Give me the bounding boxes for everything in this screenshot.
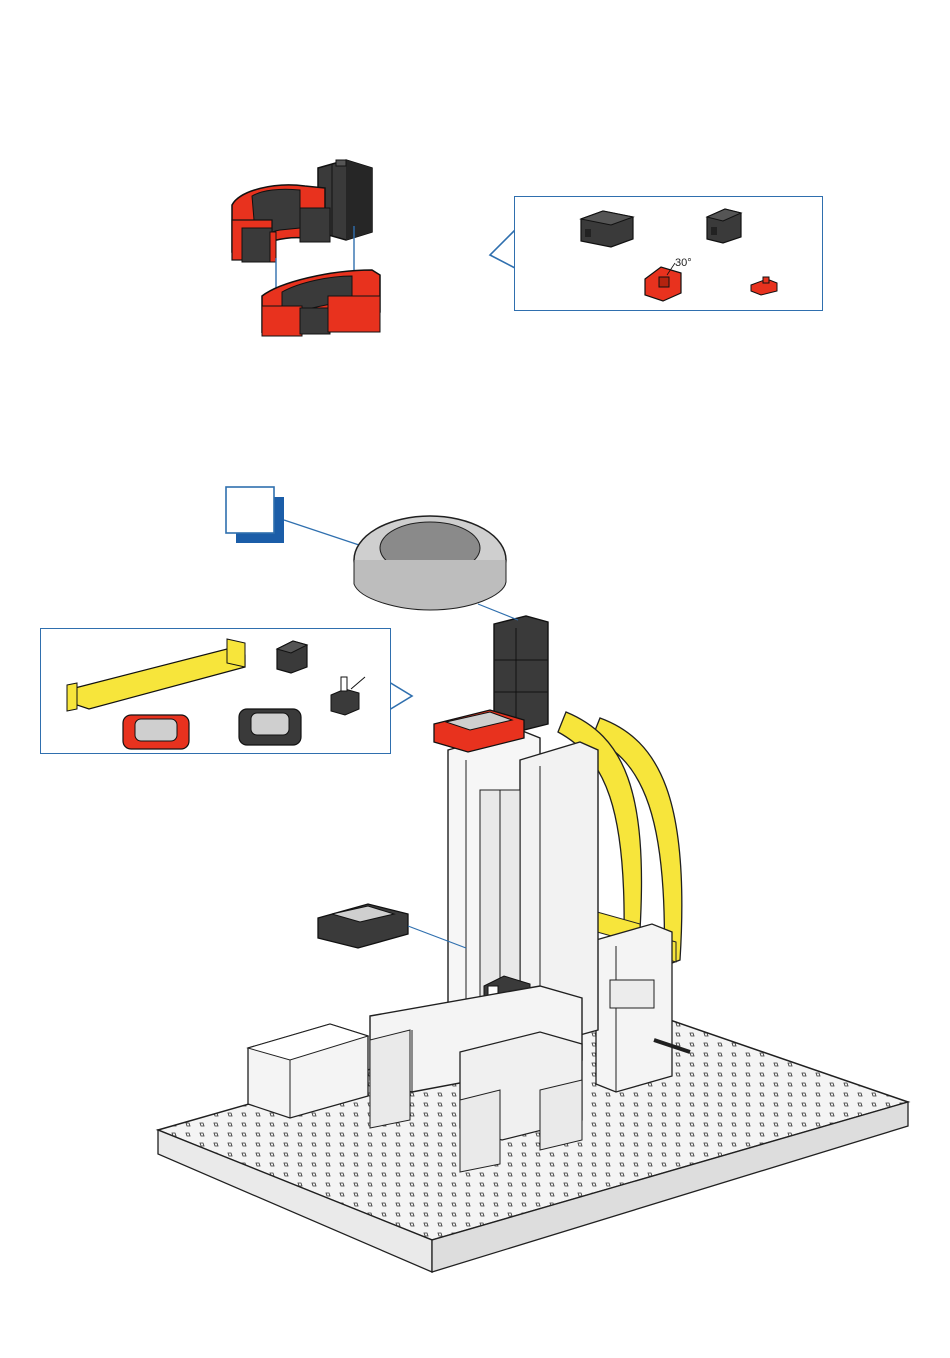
grey-ring-assembly	[354, 516, 518, 620]
frame-square-black-icon	[318, 904, 466, 948]
